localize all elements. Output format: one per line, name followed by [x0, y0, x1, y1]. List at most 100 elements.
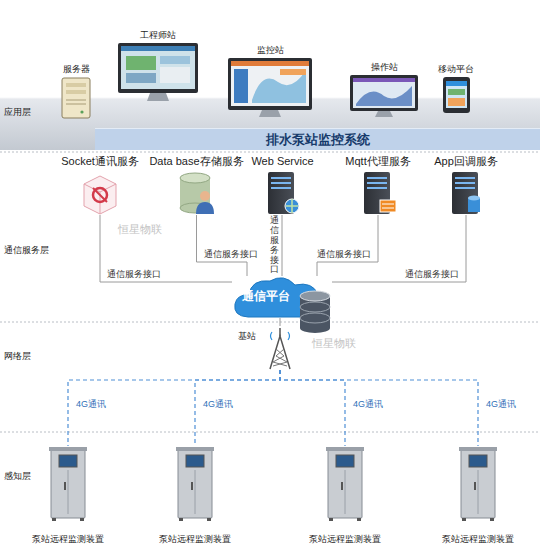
cloud-platform: 通信平台	[232, 276, 332, 318]
server-icon	[66, 83, 86, 87]
wireless-link	[280, 370, 478, 446]
cabinet-icon	[178, 448, 212, 518]
link-label: 4G通讯	[75, 398, 107, 411]
cabinet-icon	[326, 447, 364, 451]
layer-separators	[0, 432, 540, 433]
cabinet-icon	[490, 518, 494, 521]
database-service-icon	[200, 191, 210, 201]
watermark: 恒星物联	[312, 336, 356, 351]
monitoring-monitor-icon	[228, 58, 312, 110]
app-station: 监控站	[254, 45, 287, 56]
cabinet-icon	[299, 446, 391, 522]
app-service-icon	[455, 177, 475, 179]
device-label: 泵站远程监测装置	[22, 533, 114, 546]
station-label: 移动平台	[435, 64, 477, 75]
interface-label: 通信服务接口	[270, 216, 279, 275]
layer-name: 应用层	[4, 106, 31, 119]
link-label: 4G通讯	[485, 398, 517, 411]
station-label: 服务器	[60, 64, 93, 75]
database-icon	[300, 313, 330, 323]
server-icon	[62, 78, 90, 118]
mqtt-service-icon	[382, 208, 394, 209]
system-band: 排水泵站监控系统	[95, 128, 540, 150]
monitoring-monitor-icon	[231, 61, 309, 66]
interface-label: 通信服务接口	[404, 268, 460, 281]
service-label: Web Service	[248, 155, 317, 168]
service-label: App回调服务	[431, 155, 501, 168]
cabinet-icon	[195, 470, 196, 514]
cabinet-icon	[459, 447, 497, 451]
interface-label: 通信服务接口	[106, 268, 162, 281]
server-icon	[66, 100, 86, 101]
cabinet-icon	[64, 482, 66, 490]
station-label: 工程师站	[137, 30, 179, 41]
mqtt-service-icon	[367, 177, 387, 179]
layer-name: 网络层	[4, 350, 31, 363]
cabinet-icon	[345, 470, 346, 514]
watermark: 恒星物联	[118, 222, 162, 237]
web-service-icon	[271, 187, 291, 189]
tablet-icon	[443, 77, 470, 113]
service-node: Web Service	[248, 155, 317, 215]
cabinet-icon	[432, 446, 524, 522]
service-link	[197, 215, 248, 276]
app-service-icon	[452, 172, 480, 214]
server-icon	[66, 104, 86, 105]
tower-icon	[270, 336, 290, 369]
service-node: Data base存储服务	[146, 155, 247, 215]
app-station: 服务器	[60, 64, 93, 75]
monitoring-monitor-icon	[231, 61, 309, 106]
band-title: 排水泵站监控系统	[266, 131, 370, 149]
web-service-icon	[285, 199, 299, 213]
mqtt-service-icon	[364, 172, 396, 214]
cabinet-icon	[207, 518, 211, 521]
service-label: Socket通讯服务	[58, 155, 142, 168]
mqtt-service-icon	[367, 182, 387, 184]
cloud-label: 通信平台	[242, 288, 290, 305]
cabinet-icon	[191, 482, 193, 490]
link-label: 4G通讯	[202, 398, 234, 411]
layer-name: 通信服务层	[4, 244, 49, 257]
monitor-device: 泵站远程监测装置	[22, 446, 114, 546]
service-link	[282, 215, 283, 276]
service-label: Data base存储服务	[146, 155, 247, 168]
app-station: 移动平台	[435, 64, 477, 75]
monitoring-monitor-icon	[234, 69, 248, 103]
engineer-monitor-icon	[126, 56, 156, 70]
service-link	[317, 215, 378, 276]
station-label: 操作站	[368, 62, 401, 73]
interface-label: 通信服务接口	[316, 248, 372, 261]
cabinet-icon	[51, 448, 85, 518]
cabinet-icon	[329, 518, 333, 521]
app-station: 工程师站	[137, 30, 179, 41]
cabinet-icon	[52, 518, 56, 521]
cabinet-icon	[176, 447, 214, 451]
operator-monitor-icon	[353, 78, 415, 82]
engineer-monitor-icon	[121, 46, 195, 51]
server-icon	[62, 78, 90, 118]
cabinet-icon	[186, 455, 204, 467]
server-icon	[80, 110, 83, 113]
tablet-icon	[448, 98, 465, 106]
tower-icon	[258, 326, 302, 370]
cabinet-icon	[80, 518, 84, 521]
cabinet-icon	[478, 470, 479, 514]
wireless-link	[68, 370, 280, 446]
operator-monitor-icon	[375, 111, 393, 117]
cabinet-icon	[68, 470, 69, 514]
web-service-icon	[271, 177, 291, 179]
cabinet-icon	[336, 455, 354, 467]
device-label: 泵站远程监测装置	[432, 533, 524, 546]
tablet-icon	[448, 89, 465, 95]
operator-monitor-icon	[353, 78, 415, 108]
socket-service-icon	[84, 176, 116, 214]
station-label: 基站	[238, 330, 256, 343]
service-link	[280, 318, 281, 326]
cabinet-icon	[474, 482, 476, 490]
operator-monitor-icon	[356, 86, 412, 106]
layer-separators	[0, 152, 540, 153]
operator-monitor-icon	[350, 75, 418, 117]
tower-icon	[271, 332, 290, 340]
wireless-link	[195, 370, 280, 446]
engineer-monitor-icon	[121, 46, 195, 89]
